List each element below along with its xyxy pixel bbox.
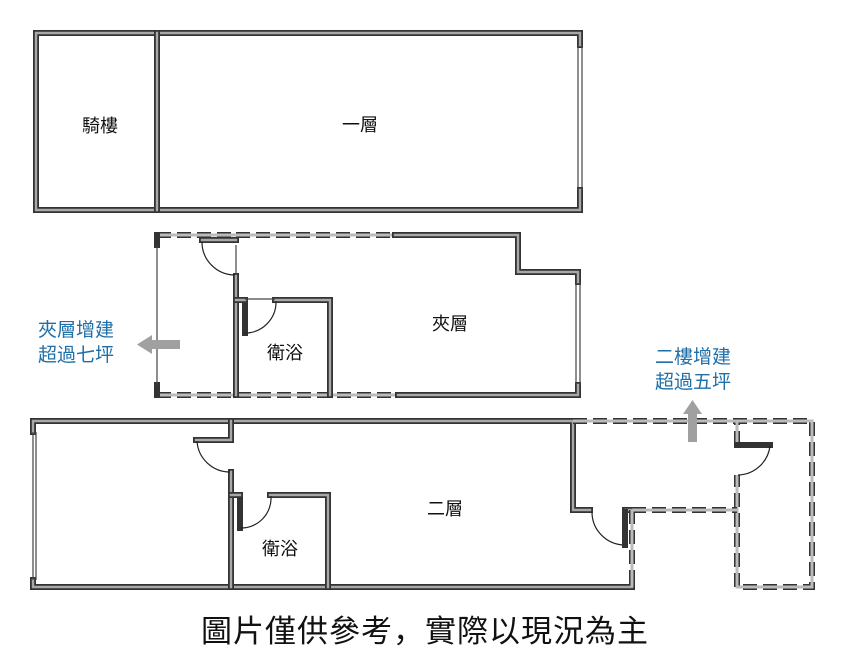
note-line: 夾層增建 bbox=[37, 319, 115, 341]
first-floor-walls bbox=[33, 30, 583, 213]
second-floor-label: 二層 bbox=[427, 499, 463, 520]
arcade-label: 騎樓 bbox=[82, 116, 118, 137]
up-arrow-icon bbox=[683, 400, 702, 442]
second-extension-note: 二樓增建 超過五坪 bbox=[655, 345, 731, 395]
second-floor-extension-walls bbox=[573, 418, 815, 590]
mezzanine-extension-note: 夾層增建 超過七坪 bbox=[38, 318, 114, 368]
mezzanine-walls bbox=[154, 232, 581, 398]
note-line: 二樓增建 bbox=[654, 346, 732, 368]
left-arrow-icon bbox=[137, 335, 180, 354]
mezzanine-bath-label: 衛浴 bbox=[267, 343, 303, 364]
caption: 圖片僅供參考，實際以現況為主 bbox=[201, 614, 649, 650]
first-floor-label: 一層 bbox=[342, 115, 378, 136]
second-bath-label: 衛浴 bbox=[262, 539, 298, 560]
mezzanine-label: 夾層 bbox=[432, 314, 468, 335]
note-line: 超過五坪 bbox=[654, 371, 732, 393]
note-line: 超過七坪 bbox=[37, 344, 115, 366]
second-floor-walls bbox=[30, 418, 635, 590]
